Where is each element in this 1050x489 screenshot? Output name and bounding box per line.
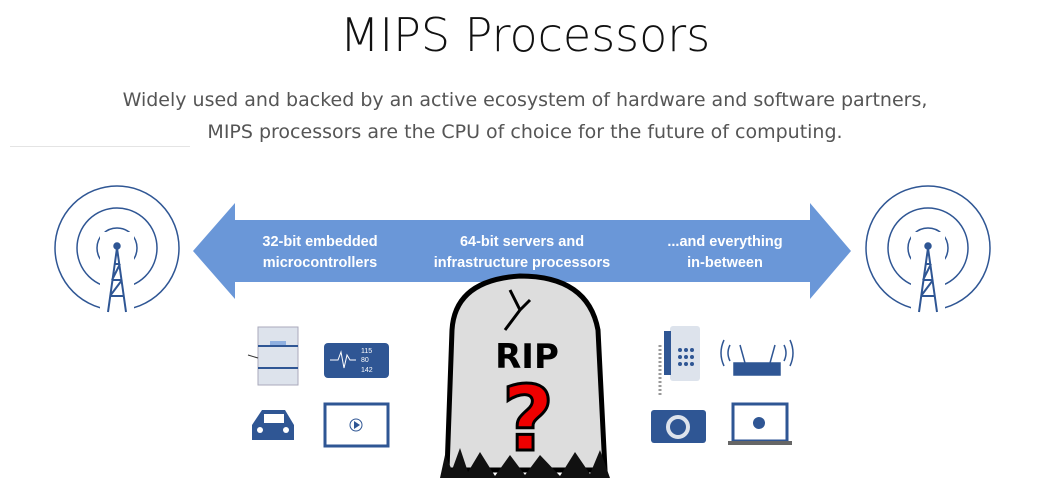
subtitle-line-1: Widely used and backed by an active ecos…	[122, 89, 928, 111]
arrow-label-32bit: 32-bit embedded microcontrollers	[240, 232, 400, 274]
router-icon	[720, 339, 794, 376]
rip-text: RIP	[495, 337, 559, 377]
arrow-label-64bit: 64-bit servers and infrastructure process…	[412, 232, 632, 274]
tombstone-image: RIP ?	[440, 273, 610, 478]
label-line: 64-bit servers and	[459, 234, 585, 250]
label-line: infrastructure processors	[433, 255, 611, 271]
monitor-value: 115	[361, 348, 372, 355]
monitor-value: 80	[361, 357, 369, 364]
camera-icon	[651, 410, 706, 443]
monitor-value: 142	[361, 367, 373, 374]
laptop-icon	[728, 402, 792, 445]
radio-tower-icon-left	[54, 185, 180, 314]
label-line: microcontrollers	[262, 255, 378, 271]
health-monitor-icon: 115 80 142	[324, 343, 389, 378]
phone-icon	[658, 326, 700, 395]
printer-icon	[247, 326, 299, 386]
label-line: in-between	[687, 255, 763, 271]
video-player-icon	[323, 402, 390, 448]
radio-tower-icon-right	[865, 185, 991, 314]
arrow-label-everything: ...and everything in-between	[640, 232, 810, 274]
divider	[10, 146, 190, 147]
label-line: ...and everything	[667, 234, 783, 250]
label-line: 32-bit embedded	[262, 234, 378, 250]
subtitle-line-2: MIPS processors are the CPU of choice fo…	[207, 121, 843, 143]
question-mark: ?	[502, 367, 554, 472]
car-icon	[252, 410, 294, 440]
double-arrow	[193, 203, 851, 299]
page-title: MIPS Processors	[339, 8, 711, 62]
